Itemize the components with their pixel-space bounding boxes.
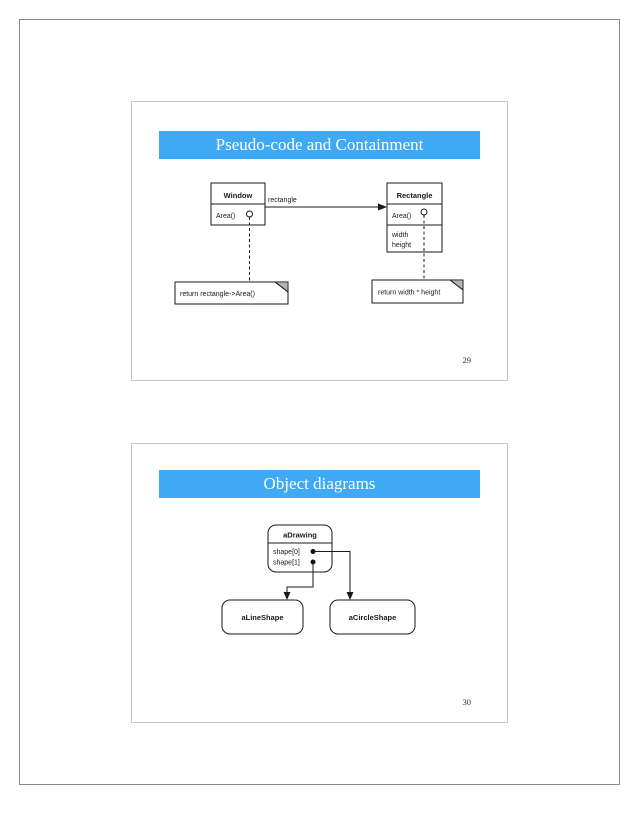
- drawing-object-box: [267, 524, 333, 573]
- association-label: rectangle: [268, 197, 297, 204]
- rectangle-class-name: Rectangle: [397, 191, 433, 200]
- rectangle-note-anchor-circle-icon: [420, 208, 428, 216]
- window-class: Window Area(): [210, 182, 266, 226]
- window-note-anchor-circle-icon: [246, 210, 253, 218]
- lineshape-object-box: [221, 599, 304, 635]
- window-note-fold-line: [274, 281, 289, 293]
- drawing-object-name: aDrawing: [283, 531, 317, 540]
- lineshape-object-name: aLineShape: [241, 613, 283, 622]
- slot-0-arrowhead-icon: [346, 592, 354, 600]
- window-class-name: Window: [224, 191, 253, 200]
- window-note: return rectangle->Area(): [174, 281, 289, 305]
- rectangle-attr-height: height: [392, 242, 411, 249]
- slide-title: Object diagrams: [263, 474, 376, 493]
- drawing-slot-0: shape[0]: [273, 549, 300, 556]
- slide-29: Window Area() rectangle Rectangle Area()…: [131, 101, 508, 381]
- object-diagram: aDrawing shape[0] shape[1] aLineShape: [221, 524, 416, 635]
- rectangle-note-text: return width * height: [378, 290, 440, 297]
- slot-0-link-line: [313, 551, 351, 593]
- link-slot1-lineshape: [283, 562, 314, 600]
- circleshape-object-name: aCircleShape: [349, 613, 397, 622]
- slide-title: Pseudo-code and Containment: [215, 135, 424, 154]
- rectangle-class: Rectangle Area() width height: [386, 182, 443, 253]
- rectangle-note-fold-line: [449, 279, 464, 291]
- rectangle-operation: Area(): [392, 213, 411, 220]
- page-number: 29: [462, 355, 472, 365]
- window-operation: Area(): [216, 213, 235, 220]
- association-rectangle: rectangle: [265, 197, 387, 211]
- lineshape-object: aLineShape: [221, 599, 304, 635]
- window-note-box: [174, 281, 289, 305]
- slide-title-bar: Object diagrams: [159, 470, 480, 498]
- slide-30: aDrawing shape[0] shape[1] aLineShape: [131, 443, 508, 723]
- slide-title-bar: Pseudo-code and Containment: [159, 131, 480, 159]
- uml-containment-diagram: Window Area() rectangle Rectangle Area()…: [174, 182, 464, 305]
- page-number: 30: [462, 697, 472, 707]
- drawing-object: aDrawing shape[0] shape[1]: [267, 524, 333, 573]
- drawing-slot-1: shape[1]: [273, 560, 300, 567]
- slot-1-link-line: [286, 562, 314, 593]
- association-arrowhead-icon: [378, 203, 387, 211]
- page-border: [19, 19, 620, 785]
- circleshape-object-box: [329, 599, 416, 635]
- rectangle-class-box: [386, 182, 443, 253]
- rectangle-note: return width * height: [371, 279, 464, 304]
- rectangle-note-box: [371, 279, 464, 304]
- slot-1-arrowhead-icon: [283, 592, 291, 600]
- window-note-text: return rectangle->Area(): [180, 291, 255, 298]
- rectangle-attr-width: width: [391, 232, 408, 239]
- circleshape-object: aCircleShape: [329, 599, 416, 635]
- link-slot0-circleshape: [313, 551, 354, 600]
